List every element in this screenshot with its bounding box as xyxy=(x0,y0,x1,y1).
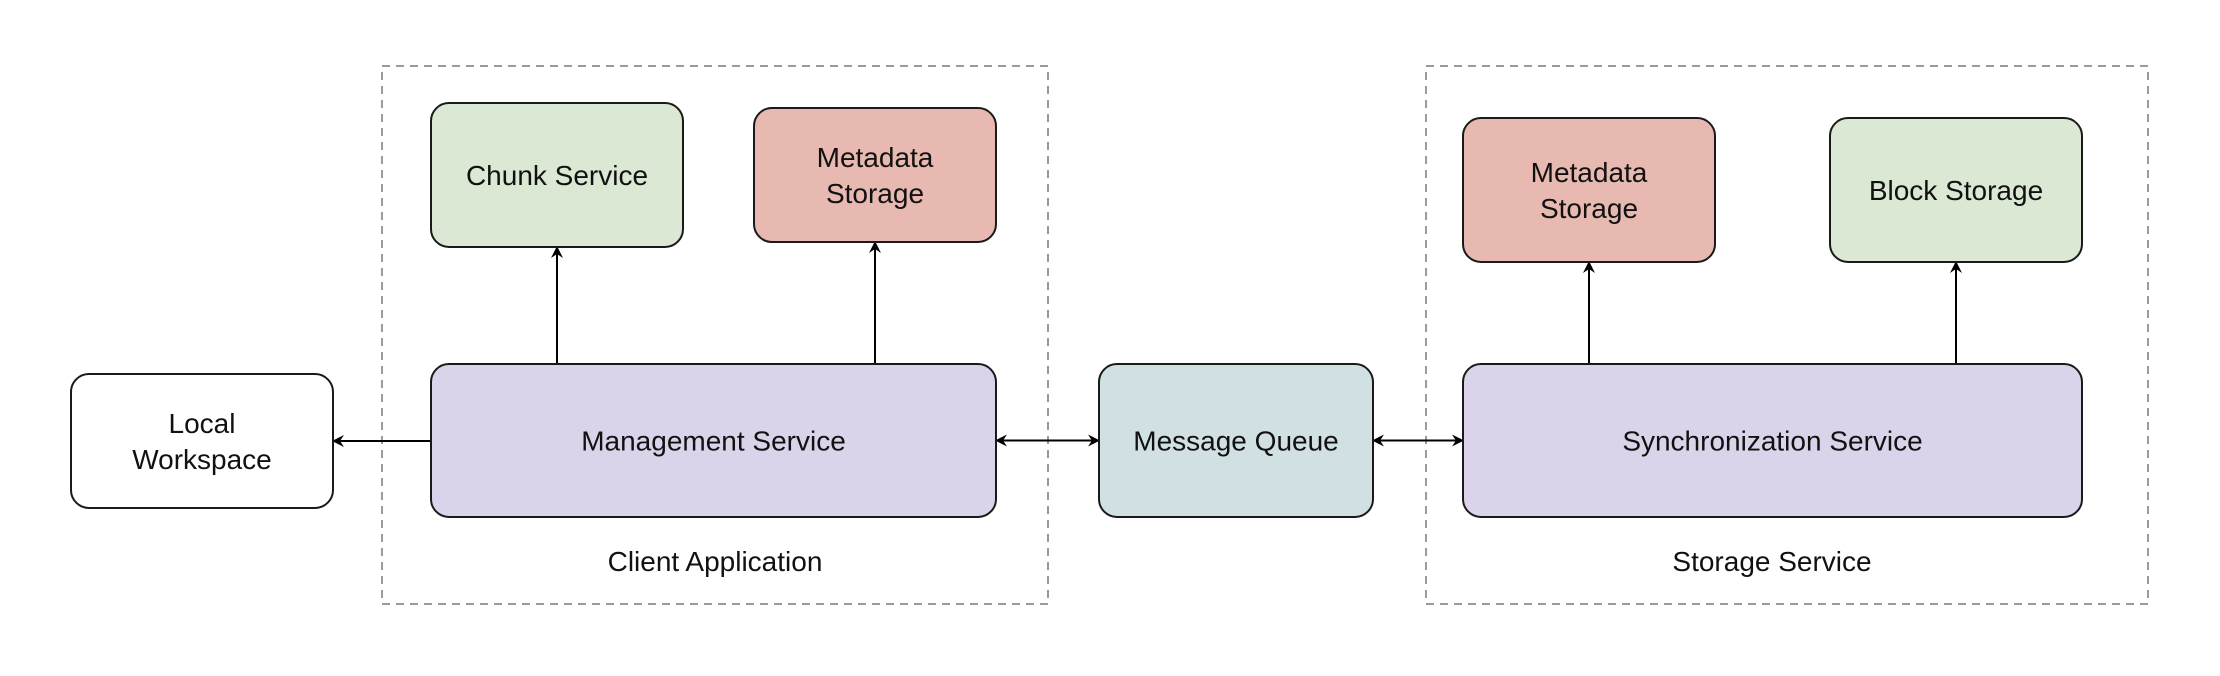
node-message-queue-box xyxy=(1098,363,1374,518)
node-block-storage-label: Block Storage xyxy=(1869,175,2043,206)
node-message-queue-label: Message Queue xyxy=(1133,426,1338,457)
node-chunk-service[interactable]: Chunk Service xyxy=(430,102,684,248)
node-label-line: Storage xyxy=(1540,193,1638,224)
node-label-line: Local xyxy=(169,408,236,439)
group-storage-label: Storage Service xyxy=(1672,546,1871,577)
node-management-service-label: Management Service xyxy=(581,426,846,457)
node-synchronization-service-box xyxy=(1462,363,2083,518)
node-management-service[interactable]: Management Service xyxy=(430,363,997,518)
node-label-line: Management Service xyxy=(581,426,846,457)
node-label-line: Storage xyxy=(826,178,924,209)
node-synchronization-service[interactable]: Synchronization Service xyxy=(1462,363,2083,518)
node-label-line: Workspace xyxy=(132,444,272,475)
node-label-line: Chunk Service xyxy=(466,160,648,191)
node-label-line: Block Storage xyxy=(1869,175,2043,206)
node-label-line: Synchronization Service xyxy=(1622,426,1922,457)
node-local-workspace-box xyxy=(70,373,334,509)
node-block-storage-box xyxy=(1829,117,2083,263)
node-chunk-service-label: Chunk Service xyxy=(466,160,648,191)
node-block-storage[interactable]: Block Storage xyxy=(1829,117,2083,263)
node-synchronization-service-label: Synchronization Service xyxy=(1622,426,1922,457)
node-storage-metadata-storage-box xyxy=(1462,117,1716,263)
node-label-line: Metadata xyxy=(817,142,934,173)
group-storage-service: Storage Service xyxy=(1425,65,2149,605)
node-management-service-box xyxy=(430,363,997,518)
node-label-line: Metadata xyxy=(1531,157,1648,188)
group-client-application: Client Application xyxy=(381,65,1049,605)
node-message-queue[interactable]: Message Queue xyxy=(1098,363,1374,518)
node-client-metadata-storage-box xyxy=(753,107,997,243)
node-chunk-service-box xyxy=(430,102,684,248)
node-label-line: Message Queue xyxy=(1133,426,1338,457)
edges-layer xyxy=(332,241,1962,447)
group-client-label: Client Application xyxy=(608,546,823,577)
